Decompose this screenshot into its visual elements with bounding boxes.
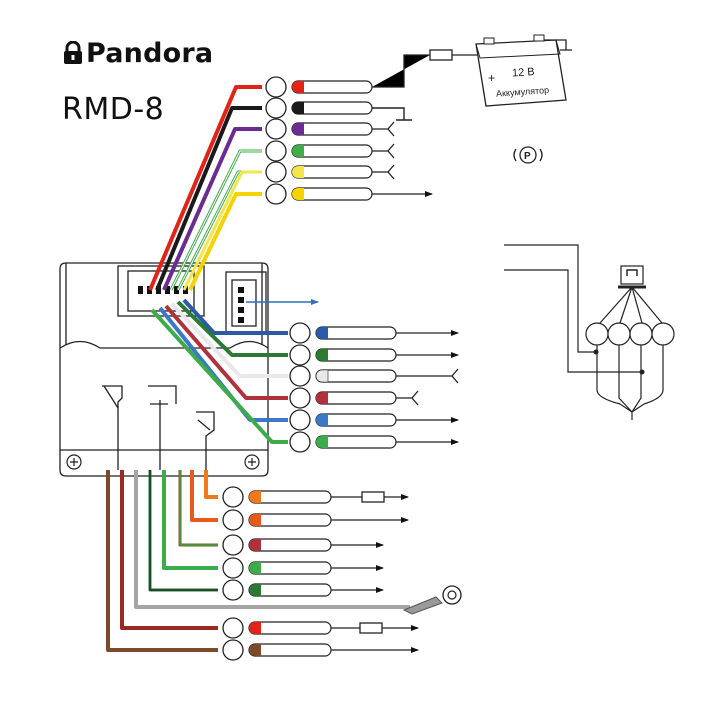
connector-icon — [504, 245, 674, 420]
wire-green — [290, 432, 458, 452]
battery-icon: + 12 В Аккумулятор — [476, 35, 572, 106]
fuse-icon — [430, 50, 452, 60]
fuse-icon — [360, 623, 382, 633]
wire-green-black-bottom — [223, 580, 383, 600]
battery-plus: + — [488, 71, 495, 85]
connector-junction-2 — [640, 370, 645, 375]
wire-blue-black — [290, 323, 458, 343]
wire-red-black — [290, 388, 418, 408]
wire-yellow — [266, 184, 432, 204]
parking-indicator-icon: P — [514, 147, 542, 163]
wire-brown-green — [223, 535, 383, 555]
screw-left — [67, 455, 81, 469]
wire-yellow-white — [266, 162, 394, 182]
wire-green-bottom — [223, 558, 383, 578]
wire-blue — [290, 410, 458, 430]
module-body — [60, 263, 268, 476]
connector-pins-side — [238, 287, 244, 323]
fuse-icon — [362, 492, 384, 502]
wire-red-power — [266, 55, 430, 97]
battery-voltage: 12 В — [512, 66, 535, 80]
wire-green-black — [290, 345, 458, 365]
wire-dark-red — [223, 618, 418, 638]
wire-orange — [223, 487, 408, 507]
wire-brown — [223, 640, 418, 660]
top-wire-bundle — [150, 87, 262, 290]
wire-white-black — [290, 366, 458, 386]
screw-right — [245, 455, 259, 469]
wire-violet — [266, 119, 394, 139]
ring-terminal-icon — [404, 586, 461, 614]
wire-dark-orange — [223, 510, 408, 530]
parking-symbol: P — [524, 151, 531, 162]
connector-junction-1 — [594, 350, 599, 355]
wire-black-ground — [266, 98, 412, 120]
wire-green-white — [266, 141, 394, 161]
